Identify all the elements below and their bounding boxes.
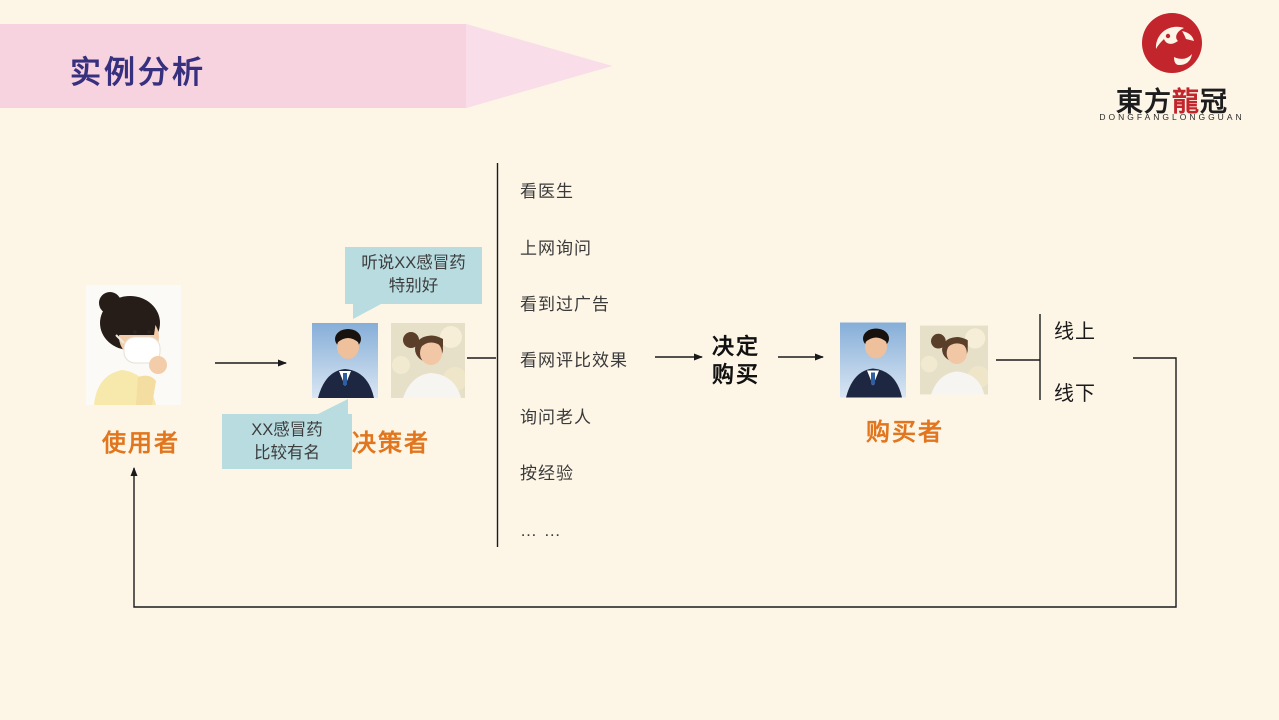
- online-label: 线上: [1054, 321, 1096, 343]
- decider-photo-man: [312, 323, 378, 398]
- feedback-loop-arrow: [130, 357, 1177, 608]
- title-banner-arrow: [0, 24, 612, 108]
- user-label: 使用者: [102, 430, 180, 457]
- channel-item-saw-ads: 看到过广告: [520, 295, 610, 314]
- decider-label: 决策者: [352, 430, 430, 457]
- decision-label: 决定 购买: [712, 334, 761, 387]
- logo-name: 東方龍冠: [1088, 80, 1256, 119]
- channel-item-online-reviews: 看网评比效果: [520, 351, 628, 370]
- buyer-label: 购买者: [866, 419, 944, 446]
- buyer-photo-woman: [920, 325, 988, 395]
- speech-bubble-top: 听说XX感冒药 特别好: [345, 247, 482, 319]
- logo-name-right: 冠: [1200, 87, 1228, 117]
- offline-label: 线下: [1054, 383, 1096, 405]
- user-photo: [86, 285, 181, 405]
- channel-item-ellipsis: … …: [520, 521, 562, 540]
- speech-bubble-bottom: XX感冒药 比较有名: [222, 399, 352, 469]
- page-title: 实例分析: [70, 55, 206, 90]
- channel-item-by-experience: 按经验: [520, 464, 574, 483]
- decider-photo-woman: [391, 323, 465, 398]
- logo-name-left: 東方: [1116, 87, 1172, 117]
- channel-item-ask-online: 上网询问: [520, 239, 592, 258]
- buyer-photo-man: [840, 322, 906, 398]
- channel-item-ask-elders: 询问老人: [520, 408, 592, 427]
- logo-latin-name: DONGFANGLONGGUAN: [1099, 112, 1245, 122]
- channel-item-see-doctor: 看医生: [520, 182, 574, 201]
- logo-name-red: 龍: [1172, 87, 1200, 117]
- dragon-emblem-icon: [1142, 13, 1202, 73]
